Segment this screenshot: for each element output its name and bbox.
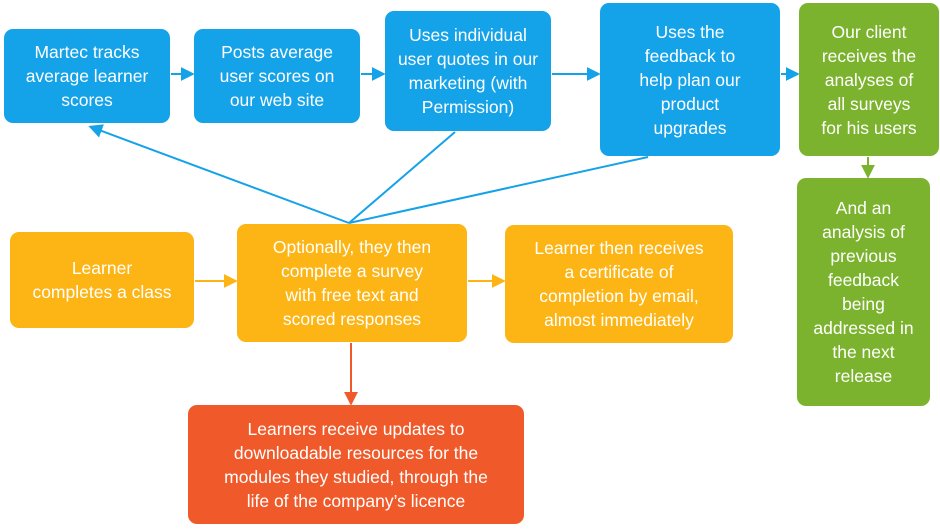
- line-survey-to-quotes: [348, 131, 456, 224]
- node-posts-scores-web-site: Posts average user scores on our web sit…: [194, 29, 360, 123]
- node-martec-tracks-scores: Martec tracks average learner scores: [4, 29, 170, 123]
- node-uses-feedback-upgrades: Uses the feedback to help plan our produ…: [600, 3, 780, 156]
- node-client-receives-analyses: Our client receives the analyses of all …: [799, 3, 939, 156]
- node-analysis-previous-feedback: And an analysis of previous feedback bei…: [797, 178, 930, 406]
- node-optional-survey: Optionally, they then complete a survey …: [237, 224, 467, 342]
- node-uses-user-quotes: Uses individual user quotes in our marke…: [385, 11, 551, 131]
- node-learner-completes-class: Learner completes a class: [10, 232, 194, 328]
- node-resource-updates: Learners receive updates to downloadable…: [188, 405, 524, 524]
- node-certificate-by-email: Learner then receives a certificate of c…: [505, 225, 733, 343]
- arrow-survey-to-tracks: [88, 124, 350, 224]
- line-survey-to-feedback: [348, 156, 649, 224]
